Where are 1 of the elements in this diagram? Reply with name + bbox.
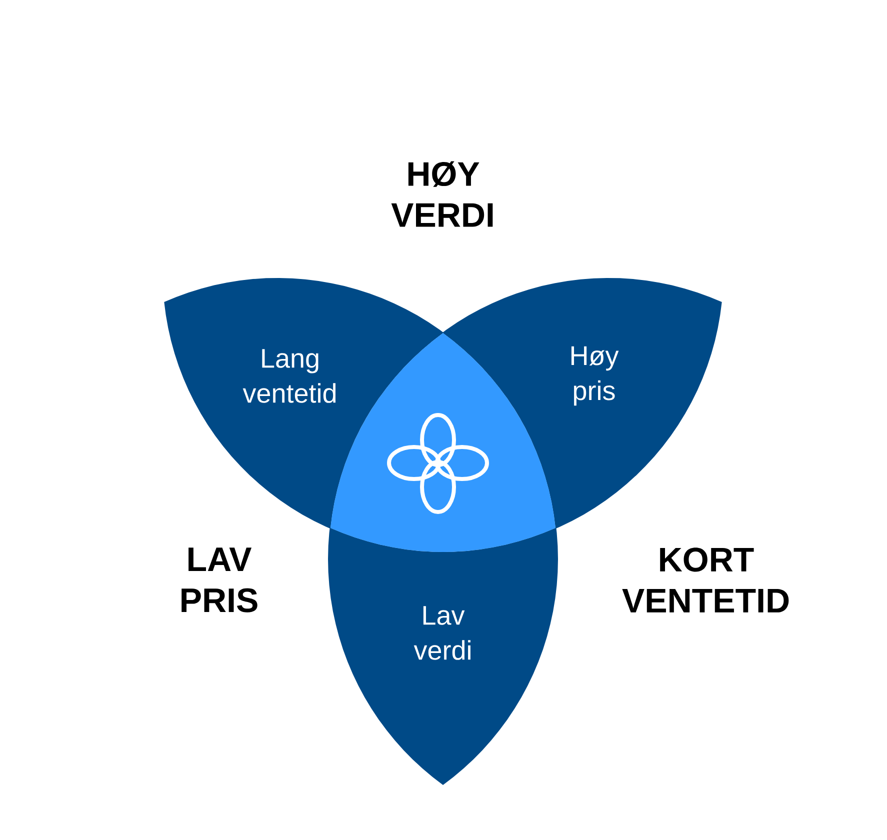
category-label: HØY VERDI — [391, 161, 493, 227]
